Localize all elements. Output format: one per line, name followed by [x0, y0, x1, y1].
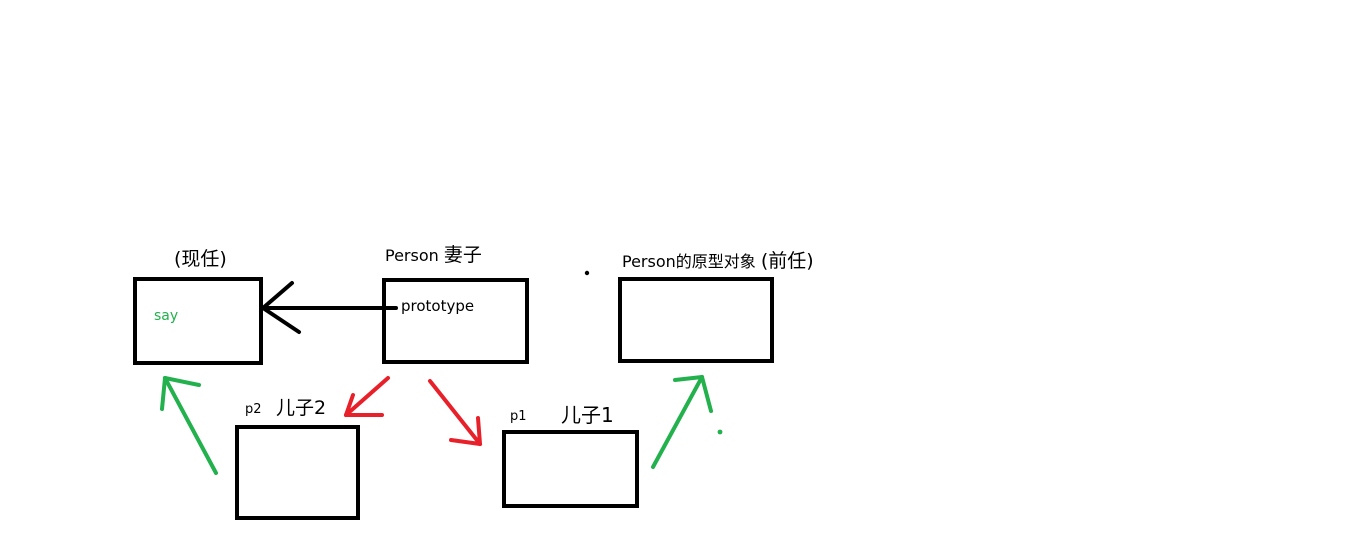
say-method-label: say: [154, 308, 179, 324]
current-prototype-label: (现任): [174, 248, 227, 270]
person-wife-label-en: Person: [385, 246, 444, 265]
son1-label: 儿子1: [561, 403, 614, 427]
stray-dot-green: [717, 429, 723, 435]
son1-box: [502, 430, 639, 508]
son1-tag: p1: [510, 409, 527, 424]
current-prototype-box: [133, 277, 263, 365]
prototype-property-label: prototype: [401, 297, 475, 315]
person-wife-label: Person 妻子: [385, 246, 482, 265]
person-wife-box: [382, 278, 529, 364]
son2-tag: p2: [245, 402, 262, 417]
former-prototype-label-en: Person的原型对象: [622, 252, 761, 271]
prototype-arrow: [261, 281, 398, 334]
son2-label: 儿子2: [276, 397, 327, 419]
instance-arrow-son2: [344, 376, 390, 417]
instance-arrow-son1: [428, 379, 482, 446]
former-prototype-label-cn: (前任): [760, 250, 814, 272]
proto-link-arrow-son1: [651, 375, 713, 469]
former-prototype-box: [618, 277, 774, 363]
person-wife-label-cn: 妻子: [443, 244, 482, 266]
stray-dot-black: [584, 270, 590, 276]
proto-link-arrow-son2: [160, 376, 218, 475]
former-prototype-label: Person的原型对象 (前任): [622, 252, 814, 271]
son2-box: [235, 425, 360, 520]
